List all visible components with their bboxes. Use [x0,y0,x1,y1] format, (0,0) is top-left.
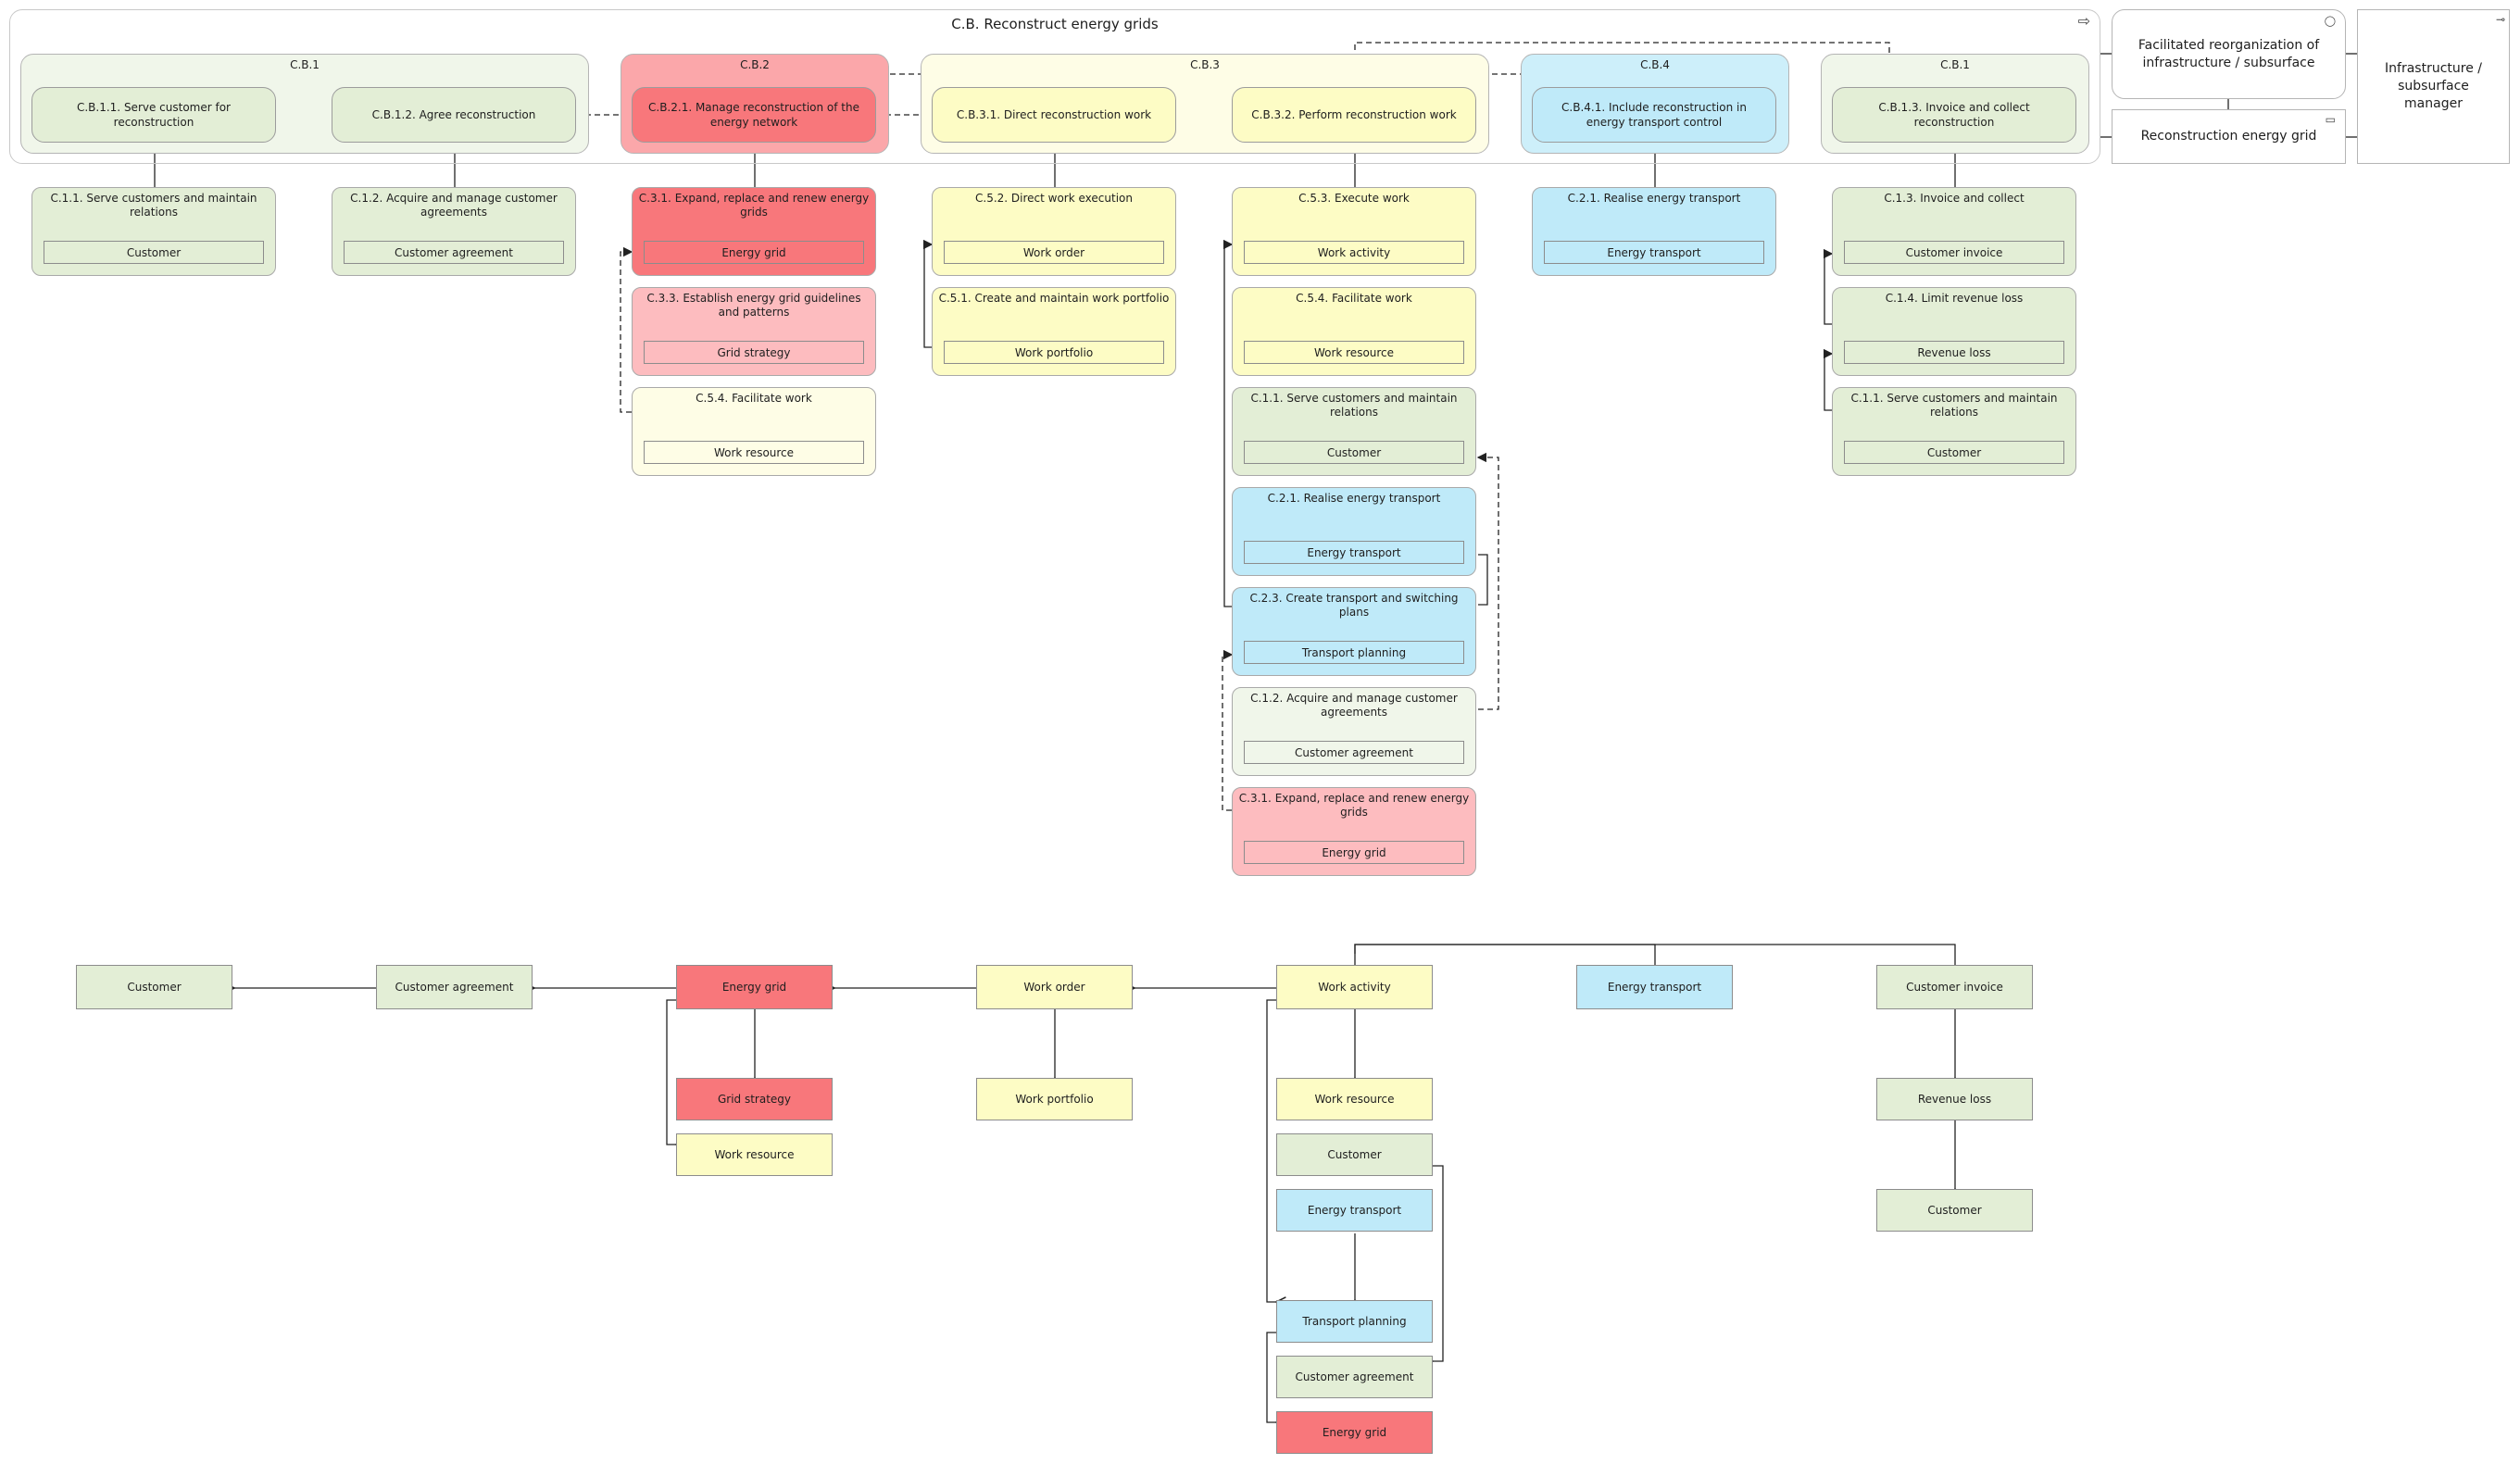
card-c-2-1[interactable]: C.2.1. Realise energy transport Energy t… [1232,487,1476,576]
card-title: C.3.1. Expand, replace and renew energy … [1238,792,1470,819]
outcome-icon: ◯ [2324,15,2336,27]
role-label: Infrastructure / subsurface manager [2385,61,2482,111]
entity-grid-strategy[interactable]: Grid strategy [676,1078,833,1120]
card-title: C.2.1. Realise energy transport [1567,192,1741,205]
card-title: C.3.1. Expand, replace and renew energy … [638,192,870,219]
outcome-label: Facilitated reorganization of infrastruc… [2138,37,2320,70]
process-cb-4-1[interactable]: C.B.4.1. Include reconstruction in energ… [1532,87,1776,143]
group-label: C.B.4 [1640,58,1670,71]
group-label: C.B.3 [1190,58,1220,71]
card-c-1-4[interactable]: C.1.4. Limit revenue loss Revenue loss [1832,287,2076,376]
group-label: C.B.2 [740,58,770,71]
card-title: C.5.2. Direct work execution [975,192,1133,205]
card-c-1-1[interactable]: C.1.1. Serve customers and maintain rela… [31,187,276,276]
entity-customer-agreement-b[interactable]: Customer agreement [1276,1356,1433,1398]
entity-energy-transport-b[interactable]: Energy transport [1276,1189,1433,1232]
card-object: Work portfolio [944,341,1164,364]
entity-work-order[interactable]: Work order [976,965,1133,1009]
entity-customer[interactable]: Customer [76,965,232,1009]
card-c-2-3[interactable]: C.2.3. Create transport and switching pl… [1232,587,1476,676]
entity-energy-transport[interactable]: Energy transport [1576,965,1733,1009]
card-object: Customer agreement [344,241,564,264]
entity-customer-c[interactable]: Customer [1876,1189,2033,1232]
card-object: Transport planning [1244,641,1464,664]
process-cb-1-3[interactable]: C.B.1.3. Invoice and collect reconstruct… [1832,87,2076,143]
card-title: C.3.3. Establish energy grid guidelines … [646,292,861,319]
card-c-1-3[interactable]: C.1.3. Invoice and collect Customer invo… [1832,187,2076,276]
card-object: Work resource [644,441,864,464]
card-c-5-4[interactable]: C.5.4. Facilitate work Work resource [632,387,876,476]
card-c-1-1-c[interactable]: C.1.1. Serve customers and maintain rela… [1832,387,2076,476]
capability-frame: C.B. Reconstruct energy grids ⇨ [9,9,2100,164]
card-object: Energy transport [1244,541,1464,564]
card-c-1-2-b[interactable]: C.1.2. Acquire and manage customer agree… [1232,687,1476,776]
process-cb-1-2[interactable]: C.B.1.2. Agree reconstruction [332,87,576,143]
card-object: Work activity [1244,241,1464,264]
entity-customer-agreement[interactable]: Customer agreement [376,965,533,1009]
entity-work-resource[interactable]: Work resource [676,1133,833,1176]
entity-energy-grid-b[interactable]: Energy grid [1276,1411,1433,1454]
card-c-1-2[interactable]: C.1.2. Acquire and manage customer agree… [332,187,576,276]
entity-transport-planning[interactable]: Transport planning [1276,1300,1433,1343]
card-object: Energy grid [644,241,864,264]
card-object: Work order [944,241,1164,264]
entity-energy-grid[interactable]: Energy grid [676,965,833,1009]
process-cb-1-1[interactable]: C.B.1.1. Serve customer for reconstructi… [31,87,276,143]
process-cb-3-2[interactable]: C.B.3.2. Perform reconstruction work [1232,87,1476,143]
entity-revenue-loss[interactable]: Revenue loss [1876,1078,2033,1120]
entity-customer-b[interactable]: Customer [1276,1133,1433,1176]
frame-title: C.B. Reconstruct energy grids [951,16,1159,32]
card-title: C.1.2. Acquire and manage customer agree… [350,192,558,219]
group-label: C.B.1 [290,58,320,71]
role-box[interactable]: Infrastructure / subsurface manager ⊸ [2357,9,2510,164]
card-title: C.1.1. Serve customers and maintain rela… [1850,392,2058,419]
card-title: C.1.2. Acquire and manage customer agree… [1250,692,1458,719]
card-object: Energy transport [1544,241,1764,264]
card-c-3-1[interactable]: C.3.1. Expand, replace and renew energy … [632,187,876,276]
group-label: C.B.1 [1940,58,1970,71]
role-icon: ⊸ [2495,13,2505,26]
product-label: Reconstruction energy grid [2140,129,2317,144]
card-title: C.2.3. Create transport and switching pl… [1249,592,1459,619]
entity-customer-invoice[interactable]: Customer invoice [1876,965,2033,1009]
card-object: Customer [1244,441,1464,464]
card-c-5-2[interactable]: C.5.2. Direct work execution Work order [932,187,1176,276]
card-object: Customer invoice [1844,241,2064,264]
outcome-box[interactable]: Facilitated reorganization of infrastruc… [2112,9,2346,99]
card-c-5-3[interactable]: C.5.3. Execute work Work activity [1232,187,1476,276]
card-object: Customer [44,241,264,264]
process-cb-3-1[interactable]: C.B.3.1. Direct reconstruction work [932,87,1176,143]
card-object: Customer [1844,441,2064,464]
card-object: Grid strategy [644,341,864,364]
card-title: C.2.1. Realise energy transport [1267,492,1441,505]
entity-work-activity[interactable]: Work activity [1276,965,1433,1009]
entity-work-resource-b[interactable]: Work resource [1276,1078,1433,1120]
card-c-3-1-b[interactable]: C.3.1. Expand, replace and renew energy … [1232,787,1476,876]
card-title: C.5.3. Execute work [1298,192,1410,205]
card-title: C.1.4. Limit revenue loss [1885,292,2024,305]
card-title: C.1.1. Serve customers and maintain rela… [50,192,257,219]
card-c-3-3[interactable]: C.3.3. Establish energy grid guidelines … [632,287,876,376]
card-c-5-4-b[interactable]: C.5.4. Facilitate work Work resource [1232,287,1476,376]
process-arrow-icon: ⇨ [2077,12,2090,30]
card-title: C.5.1. Create and maintain work portfoli… [938,292,1170,305]
product-box[interactable]: Reconstruction energy grid ▭ [2112,109,2346,164]
card-c-1-1-b[interactable]: C.1.1. Serve customers and maintain rela… [1232,387,1476,476]
card-title: C.1.1. Serve customers and maintain rela… [1250,392,1458,419]
card-object: Work resource [1244,341,1464,364]
product-icon: ▭ [2325,113,2336,126]
card-object: Customer agreement [1244,741,1464,764]
card-title: C.1.3. Invoice and collect [1884,192,2025,205]
process-cb-2-1[interactable]: C.B.2.1. Manage reconstruction of the en… [632,87,876,143]
card-c-5-1[interactable]: C.5.1. Create and maintain work portfoli… [932,287,1176,376]
card-title: C.5.4. Facilitate work [696,392,812,405]
card-title: C.5.4. Facilitate work [1296,292,1412,305]
card-object: Revenue loss [1844,341,2064,364]
entity-work-portfolio[interactable]: Work portfolio [976,1078,1133,1120]
card-c-2-1-b[interactable]: C.2.1. Realise energy transport Energy t… [1532,187,1776,276]
card-object: Energy grid [1244,841,1464,864]
